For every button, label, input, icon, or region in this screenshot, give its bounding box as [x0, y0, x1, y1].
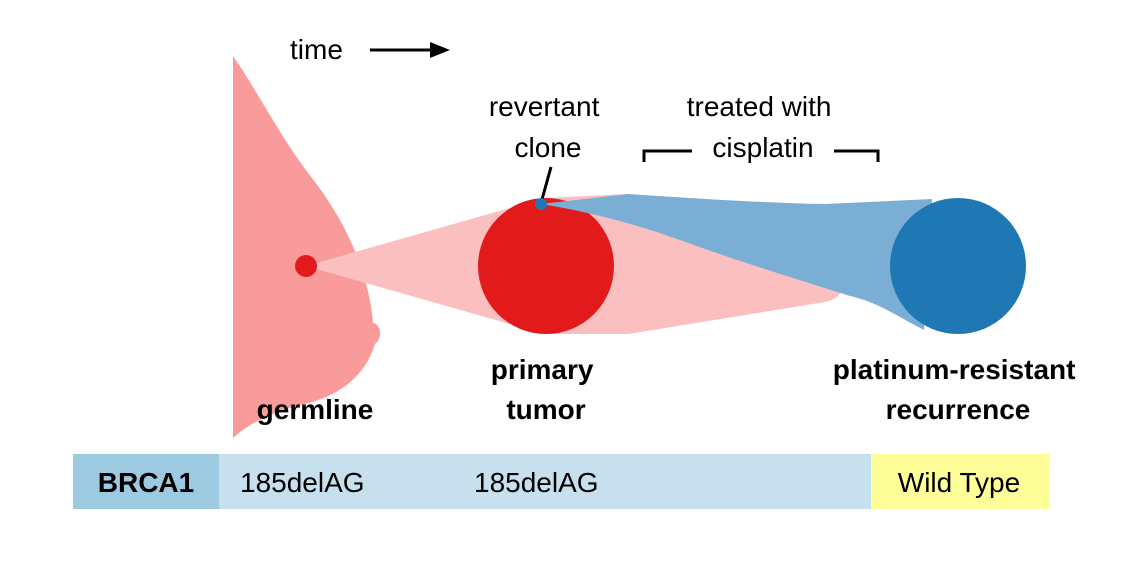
primary-tumor-label: primary tumor — [491, 354, 602, 425]
treatment-label: treated with cisplatin — [687, 91, 840, 163]
revertant-clone-dot — [535, 198, 547, 210]
brca1-status-bar: BRCA1 185delAG 185delAG Wild Type — [73, 454, 1050, 509]
revertant-pointer-line — [539, 166, 553, 204]
recurrence-circle — [890, 198, 1026, 334]
resistant-expansion-cone — [541, 194, 932, 330]
time-arrow-icon — [370, 42, 450, 58]
germline-origin-dot — [295, 255, 317, 277]
treatment-bracket — [642, 149, 880, 162]
gene-name-box — [73, 454, 219, 509]
breast-silhouette — [233, 56, 381, 438]
germline-allele: 185delAG — [240, 467, 365, 498]
primary-tumor-circle — [478, 198, 614, 334]
recurrence-label: platinum-resistant recurrence — [833, 354, 1083, 425]
recurrence-allele: Wild Type — [898, 467, 1020, 498]
germline-label: germline — [257, 394, 374, 425]
gene-name: BRCA1 — [98, 467, 194, 498]
time-label: time — [290, 34, 343, 65]
revertant-clone-label: revertant clone — [489, 91, 607, 163]
mutant-band — [219, 454, 871, 509]
wild-type-box — [871, 454, 1050, 509]
primary-allele: 185delAG — [474, 467, 599, 498]
